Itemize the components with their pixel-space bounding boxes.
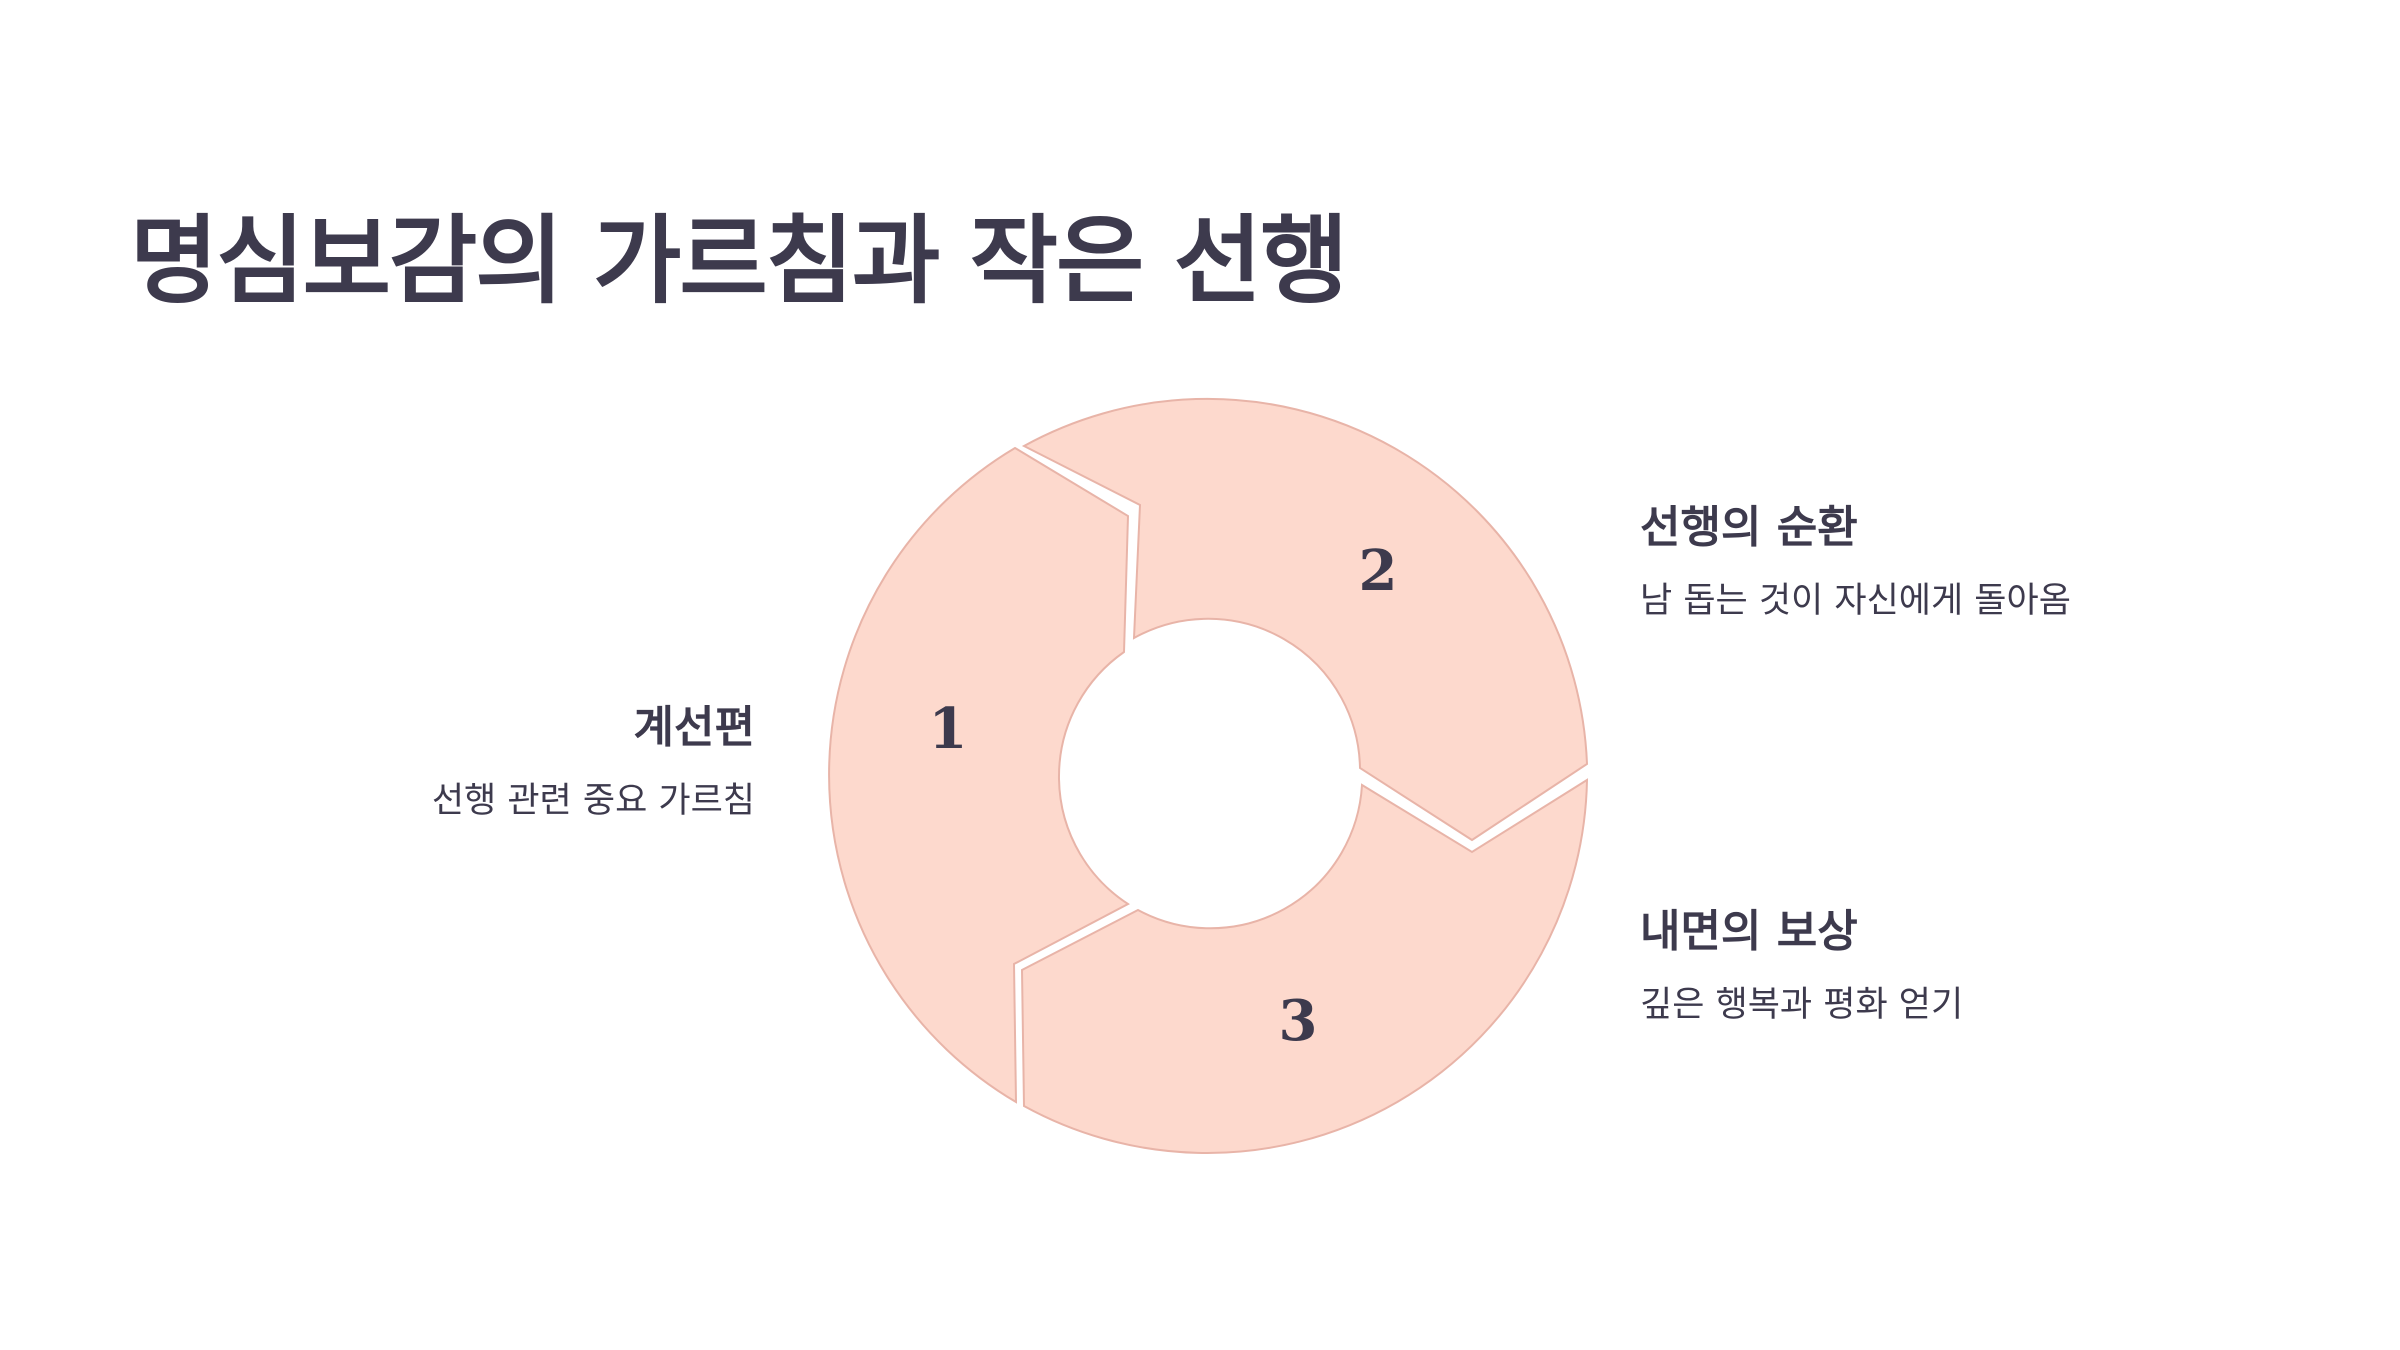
step-number-2: 2 (1359, 538, 1398, 604)
cycle-segment-2 (1021, 397, 1589, 842)
step-number-3: 3 (1279, 988, 1318, 1054)
step-description-2: 남 돕는 것이 자신에게 돌아옴 (1640, 581, 2071, 621)
step-label-1: 계선편 선행 관련 중요 가르침 (432, 698, 755, 826)
step-description-3: 깊은 행복과 평화 얻기 (1640, 985, 1964, 1025)
step-heading-3: 내면의 보상 (1640, 906, 1858, 957)
step-label-2: 선행의 순환 남 돕는 것이 자신에게 돌아옴 (1640, 498, 2071, 626)
cycle-segment-1 (828, 446, 1130, 1104)
step-heading-2: 선행의 순환 (1640, 502, 1858, 553)
step-heading-1: 계선편 (633, 702, 755, 753)
step-description-1: 선행 관련 중요 가르침 (431, 781, 755, 821)
step-label-3: 내면의 보상 깊은 행복과 평화 얻기 (1640, 902, 1963, 1030)
cycle-segment-3 (1020, 778, 1589, 1155)
step-number-1: 1 (929, 696, 968, 762)
page-title: 명심보감의 가르침과 작은 선행 (130, 205, 1348, 317)
